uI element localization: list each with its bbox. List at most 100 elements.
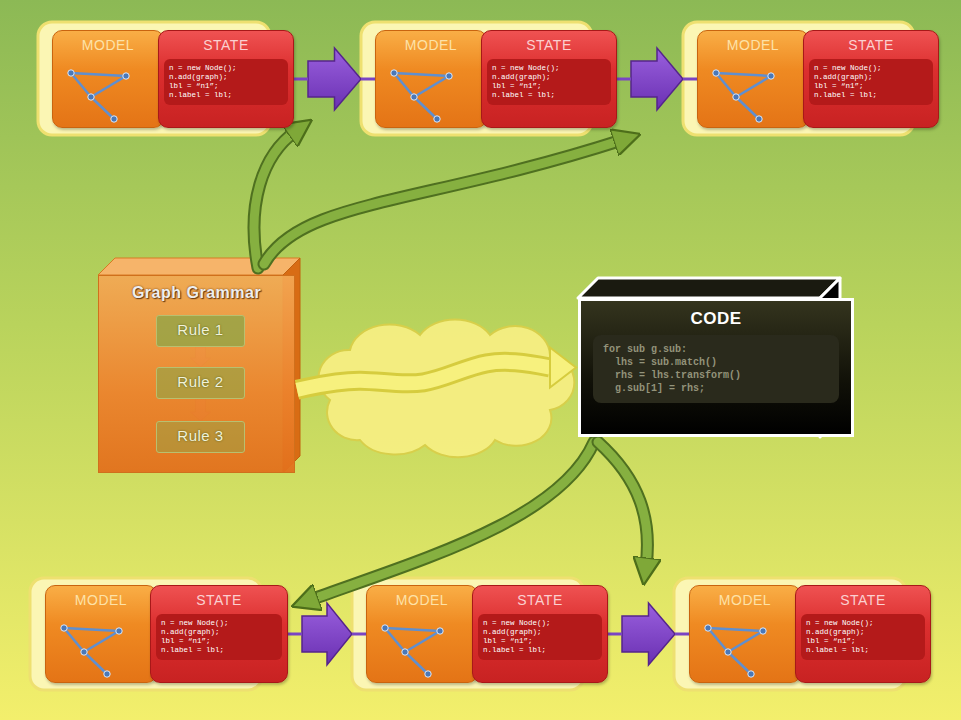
graph-edge bbox=[716, 73, 771, 76]
state-box: STATE n = new Node();n.add(graph);lbl = “… bbox=[481, 30, 617, 128]
apply-arrow-outline bbox=[264, 140, 622, 264]
graph-vertex bbox=[391, 70, 397, 76]
state-transition-arrow bbox=[608, 603, 689, 665]
model-box: MODEL bbox=[52, 30, 164, 128]
graph-vertex bbox=[88, 94, 94, 100]
apply-arrow-outline bbox=[310, 442, 594, 600]
apply-arrow bbox=[264, 140, 622, 264]
box-title: STATE bbox=[159, 31, 293, 53]
arrow-body bbox=[297, 362, 550, 390]
graph-vertex bbox=[123, 73, 129, 79]
box-title: MODEL bbox=[698, 31, 808, 53]
code-area: for sub g.sub: lhs = sub.match() rhs = l… bbox=[593, 335, 839, 403]
code-line: for sub g.sub: bbox=[603, 343, 829, 356]
code-area: n = new Node();n.add(graph);lbl = “n1”;n… bbox=[487, 59, 611, 105]
code-line: n.label = lbl; bbox=[492, 91, 606, 100]
graph-edge bbox=[716, 73, 736, 97]
graph-vertex bbox=[733, 94, 739, 100]
box-title: MODEL bbox=[53, 31, 163, 53]
graph-vertex bbox=[434, 116, 440, 122]
code-line: n.label = lbl; bbox=[161, 646, 277, 655]
box-title: MODEL bbox=[690, 586, 800, 608]
graph-vertex bbox=[760, 628, 766, 634]
box-top-face bbox=[578, 278, 840, 298]
rule-box: Rule 3 bbox=[156, 421, 245, 453]
arrow-head bbox=[550, 348, 576, 388]
code-line: g.sub[1] = rhs; bbox=[603, 382, 829, 395]
code-line: n.add(graph); bbox=[806, 628, 920, 637]
arrow-tail bbox=[294, 78, 308, 81]
arrow-tail bbox=[352, 633, 366, 636]
graph-edge bbox=[84, 631, 119, 652]
arrow-tail bbox=[683, 78, 697, 81]
graph-vertex bbox=[437, 628, 443, 634]
code-line: n.add(graph); bbox=[169, 73, 283, 82]
apply-arrow-outline bbox=[598, 442, 647, 566]
graph-vertex bbox=[748, 671, 754, 677]
state-box: STATE n = new Node();n.add(graph);lbl = “… bbox=[472, 585, 608, 683]
code-line: n.label = lbl; bbox=[814, 91, 928, 100]
box-title: STATE bbox=[151, 586, 287, 608]
graph-vertex bbox=[425, 671, 431, 677]
graph-vertex bbox=[402, 649, 408, 655]
code-area: n = new Node();n.add(graph);lbl = “n1”;n… bbox=[809, 59, 933, 105]
code-line: n.add(graph); bbox=[483, 628, 597, 637]
graph-edge bbox=[394, 73, 449, 76]
graph-vertex bbox=[68, 70, 74, 76]
code-area: n = new Node();n.add(graph);lbl = “n1”;n… bbox=[478, 614, 602, 660]
code-line: n.add(graph); bbox=[492, 73, 606, 82]
box-title: STATE bbox=[482, 31, 616, 53]
graph-edge bbox=[71, 73, 91, 97]
state-transition-arrow bbox=[288, 603, 366, 665]
code-area: n = new Node();n.add(graph);lbl = “n1”;n… bbox=[156, 614, 282, 660]
graph-vertex bbox=[756, 116, 762, 122]
code-line: n = new Node(); bbox=[814, 64, 928, 73]
code-line: n = new Node(); bbox=[806, 619, 920, 628]
box-title: Graph Grammar bbox=[99, 276, 294, 302]
arrow-tail bbox=[361, 78, 375, 81]
arrow-shape bbox=[302, 603, 352, 665]
apply-arrow bbox=[310, 442, 594, 600]
state-transition-arrow bbox=[617, 48, 697, 110]
graph-vertex bbox=[116, 628, 122, 634]
graph-edge bbox=[71, 73, 126, 76]
model-box: MODEL bbox=[689, 585, 801, 683]
code-area: n = new Node();n.add(graph);lbl = “n1”;n… bbox=[164, 59, 288, 105]
code-line: lbl = “n1”; bbox=[814, 82, 928, 91]
code-area: n = new Node();n.add(graph);lbl = “n1”;n… bbox=[801, 614, 925, 660]
code-line: lhs = sub.match() bbox=[603, 356, 829, 369]
arrow-tail bbox=[617, 78, 631, 81]
graph-edge bbox=[414, 97, 437, 119]
graph-edge bbox=[728, 631, 763, 652]
graph-vertex bbox=[382, 625, 388, 631]
code-line: n = new Node(); bbox=[161, 619, 277, 628]
graph-vertex bbox=[705, 625, 711, 631]
code-line: lbl = “n1”; bbox=[806, 637, 920, 646]
graph-grammar-box: Graph GrammarRule 1Rule 2Rule 3 bbox=[98, 275, 295, 473]
graph-vertex bbox=[768, 73, 774, 79]
code-line: n.add(graph); bbox=[814, 73, 928, 82]
code-line: n.label = lbl; bbox=[169, 91, 283, 100]
graph-vertex bbox=[81, 649, 87, 655]
graph-vertex bbox=[104, 671, 110, 677]
graph-edge bbox=[91, 76, 126, 97]
graph-edge bbox=[91, 97, 114, 119]
graph-edge bbox=[736, 76, 771, 97]
box-title: Rule 2 bbox=[157, 368, 244, 390]
graph-edge bbox=[405, 652, 428, 674]
graph-vertex bbox=[446, 73, 452, 79]
box-title: STATE bbox=[473, 586, 607, 608]
arrow-outline bbox=[297, 362, 550, 390]
code-line: n.label = lbl; bbox=[483, 646, 597, 655]
apply-arrow bbox=[598, 442, 647, 566]
graph-edge bbox=[728, 652, 751, 674]
code-line: n = new Node(); bbox=[483, 619, 597, 628]
arrow-shape bbox=[308, 48, 361, 110]
model-box: MODEL bbox=[366, 585, 478, 683]
state-transition-arrow bbox=[294, 48, 375, 110]
state-box: STATE n = new Node();n.add(graph);lbl = “… bbox=[158, 30, 294, 128]
arrow-shape bbox=[631, 48, 683, 110]
arrow-shape bbox=[622, 603, 675, 665]
graph-edge bbox=[64, 628, 119, 631]
code-line: n.label = lbl; bbox=[806, 646, 920, 655]
